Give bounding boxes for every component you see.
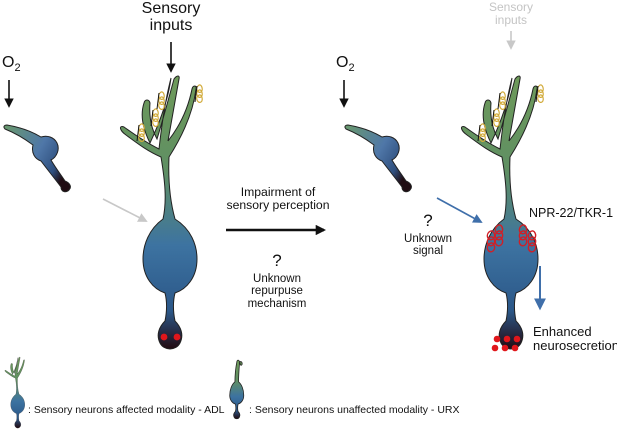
question-mark-right: ?	[423, 211, 433, 230]
receptor-spring-icon	[497, 91, 506, 111]
receptor-spring-icon	[150, 108, 159, 128]
unknown-signal-arrow-blue	[436, 197, 483, 223]
legend-urx-icon	[229, 359, 245, 420]
adl-neuron-left	[119, 75, 203, 350]
sensory-inputs-label-left: Sensory inputs	[141, 0, 201, 35]
sensory-inputs-label-right: Sensory inputs	[488, 0, 534, 27]
receptor-label: NPR-22/TKR-1	[529, 206, 614, 220]
enhanced-neurosecretion-label: Enhanced neurosecretion	[533, 324, 617, 354]
dense-core-vesicles-right	[491, 335, 521, 352]
urx-to-adl-arrow-grey	[102, 198, 148, 222]
dense-core-vesicles-left	[160, 333, 181, 341]
o2-subscript: 2	[14, 62, 21, 75]
legend-adl-label: : Sensory neurons affected modality - AD…	[28, 404, 225, 416]
o2-label-left: O2	[2, 54, 21, 75]
urx-neuron-right	[344, 124, 412, 193]
legend-urx-label: : Sensory neurons unaffected modality - …	[249, 404, 460, 416]
receptor-spring-icon	[491, 108, 500, 128]
impairment-label: Impairment of sensory perception	[226, 185, 330, 213]
o2-subscript-right: 2	[348, 62, 355, 75]
receptor-spring-icon	[156, 91, 165, 111]
urx-neuron-left	[3, 124, 71, 193]
unknown-mechanism-label: Unknown repurpuse mechanism	[247, 273, 307, 310]
question-mark-middle: ?	[272, 251, 282, 270]
unknown-signal-label: Unknown signal	[404, 233, 452, 258]
o2-label-right: O2	[336, 54, 355, 75]
o2-base: O	[2, 54, 15, 71]
legend-adl-icon	[4, 356, 25, 429]
o2-base-right: O	[336, 54, 349, 71]
